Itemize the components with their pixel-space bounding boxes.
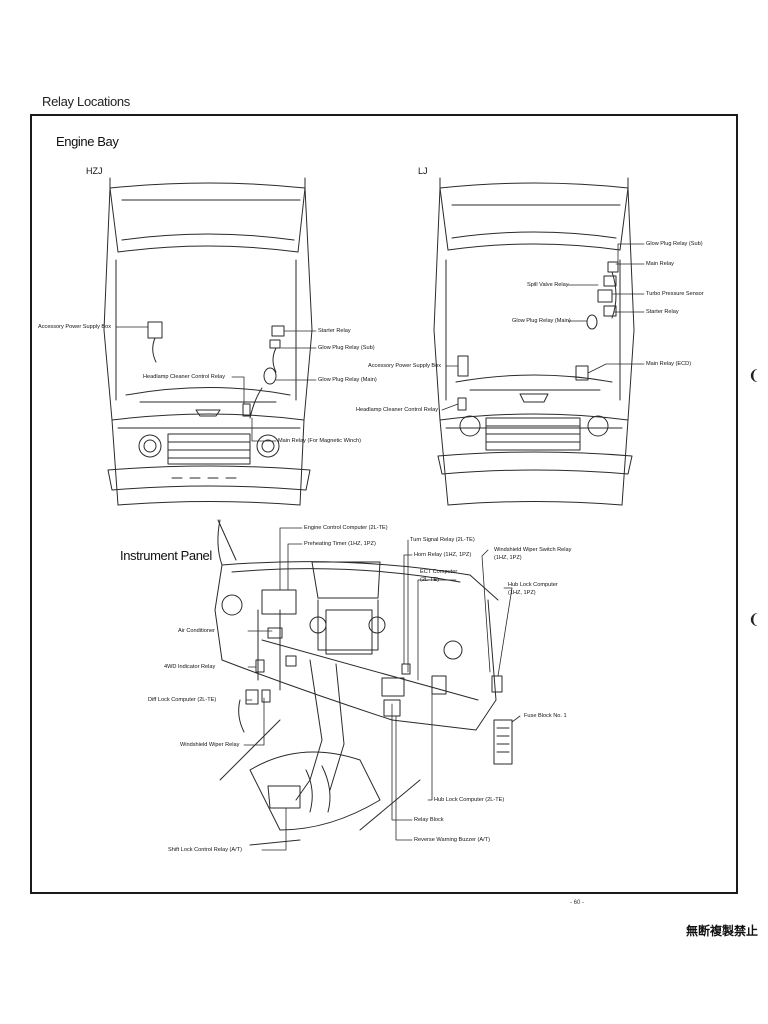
ip-label-relay-block: Relay Block (414, 817, 444, 823)
ip-label-windshield-wiper-switch-relay: Windshield Wiper Switch Relay (494, 547, 572, 553)
hzj-label-starter-relay: Starter Relay (318, 328, 351, 334)
ip-label-shift-lock-control-relay: Shift Lock Control Relay (A/T) (168, 847, 242, 853)
lj-label-glow-plug-relay-sub: Glow Plug Relay (Sub) (646, 241, 703, 247)
lj-vehicle-drawing (433, 177, 635, 506)
page-heading: Relay Locations (42, 94, 130, 109)
hzj-label-glow-plug-relay-main: Glow Plug Relay (Main) (318, 377, 377, 383)
hzj-label-headlamp-cleaner-control-relay: Headlamp Cleaner Control Relay (143, 374, 226, 380)
hzj-variant-label: HZJ (86, 166, 103, 176)
ip-label-engine-control-computer: Engine Control Computer (2L-TE) (304, 525, 388, 531)
hzj-label-glow-plug-relay-sub: Glow Plug Relay (Sub) (318, 345, 375, 351)
hzj-label-main-relay-magnetic-winch: Main Relay (For Magnetic Winch) (278, 438, 361, 444)
page-number: - 60 - (570, 900, 585, 906)
ip-label-preheating-timer: Preheating Timer (1HZ, 1PZ) (304, 541, 376, 547)
lj-label-main-relay: Main Relay (646, 261, 674, 267)
ip-label-hub-lock-computer: Hub Lock Computer (508, 582, 558, 588)
ip-label-windshield-wiper-switch-relay-models: (1HZ, 1PZ) (494, 555, 522, 561)
lj-variant-label: LJ (418, 166, 428, 176)
lj-label-spill-valve-relay: Spill Valve Relay (527, 282, 569, 288)
engine-bay-title: Engine Bay (56, 134, 119, 149)
diagram-frame (30, 114, 738, 894)
ip-label-diff-lock-computer: Diff Lock Computer (2L-TE) (148, 697, 217, 703)
lj-label-headlamp-cleaner-control-relay: Headlamp Cleaner Control Relay (356, 407, 439, 413)
ip-label-horn-relay: Horn Relay (1HZ, 1PZ) (414, 552, 472, 558)
binding-mark-bottom: ❨ (748, 612, 760, 628)
hzj-vehicle-drawing (103, 177, 313, 506)
instrument-panel-title: Instrument Panel (120, 548, 212, 563)
ip-label-ect-computer-model: (2L-TE) (420, 577, 439, 583)
ip-label-hub-lock-computer-models: (1HZ, 1PZ) (508, 590, 536, 596)
hzj-label-accessory-power-supply-box: Accessory Power Supply Box (38, 324, 112, 330)
copyright-notice: 無断複製禁止 (686, 924, 759, 938)
lj-label-glow-plug-relay-main: Glow Plug Relay (Main) (512, 318, 571, 324)
lj-label-turbo-pressure-sensor: Turbo Pressure Sensor (646, 291, 704, 297)
lj-label-accessory-power-supply-box: Accessory Power Supply Box (368, 363, 442, 369)
ip-label-reverse-warning-buzzer: Reverse Warning Buzzer (A/T) (414, 837, 490, 843)
ip-label-ect-computer: ECT Computer (420, 569, 458, 575)
ip-label-hub-lock-computer-2lte: Hub Lock Computer (2L-TE) (434, 797, 505, 803)
lj-label-starter-relay: Starter Relay (646, 309, 679, 315)
ip-label-air-conditioner: Air Conditioner (178, 628, 215, 634)
ip-label-windshield-wiper-relay: Windshield Wiper Relay (180, 742, 240, 748)
ip-label-turn-signal-relay: Turn Signal Relay (2L-TE) (410, 537, 475, 543)
leader-lines (115, 243, 645, 851)
binding-mark-top: ❨ (748, 368, 760, 384)
ip-label-fuse-block-no1: Fuse Block No. 1 (524, 713, 567, 719)
instrument-panel-drawing (214, 519, 513, 846)
lj-label-main-relay-ecd: Main Relay (ECD) (646, 361, 692, 367)
ip-label-4wd-indicator-relay: 4WD Indicator Relay (164, 664, 216, 670)
